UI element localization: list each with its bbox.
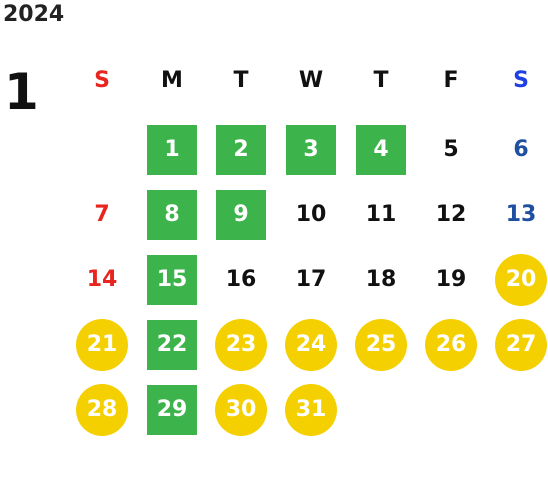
day-cell[interactable]: 8: [147, 190, 197, 240]
day-cell[interactable]: 7: [94, 202, 110, 227]
day-cell[interactable]: 21: [76, 319, 128, 371]
day-cell[interactable]: 12: [435, 202, 467, 227]
day-cell[interactable]: 4: [356, 125, 406, 175]
day-cell[interactable]: 15: [147, 255, 197, 305]
day-cell[interactable]: 6: [513, 137, 529, 162]
day-cell[interactable]: 9: [216, 190, 266, 240]
day-cell[interactable]: 16: [225, 267, 257, 292]
weekday-header: M: [161, 68, 183, 93]
day-cell[interactable]: 20: [495, 254, 547, 306]
day-cell[interactable]: 19: [435, 267, 467, 292]
year-label: 2024: [3, 2, 65, 27]
day-cell[interactable]: 18: [365, 267, 397, 292]
day-cell[interactable]: 30: [215, 384, 267, 436]
day-cell[interactable]: 25: [355, 319, 407, 371]
day-cell[interactable]: 28: [76, 384, 128, 436]
day-cell[interactable]: 13: [505, 202, 537, 227]
day-cell[interactable]: 11: [365, 202, 397, 227]
day-cell[interactable]: 1: [147, 125, 197, 175]
day-cell[interactable]: 24: [285, 319, 337, 371]
day-cell[interactable]: 17: [295, 267, 327, 292]
weekday-header: W: [298, 68, 324, 93]
day-cell[interactable]: 22: [147, 320, 197, 370]
day-cell[interactable]: 26: [425, 319, 477, 371]
day-cell[interactable]: 14: [86, 267, 118, 292]
weekday-header: T: [233, 68, 249, 93]
weekday-header: F: [443, 68, 459, 93]
day-cell[interactable]: 23: [215, 319, 267, 371]
day-cell[interactable]: 5: [443, 137, 459, 162]
day-cell[interactable]: 29: [147, 385, 197, 435]
day-cell[interactable]: 27: [495, 319, 547, 371]
day-cell[interactable]: 2: [216, 125, 266, 175]
weekday-header: S: [94, 68, 110, 93]
month-number: 1: [4, 63, 39, 121]
weekday-header: T: [373, 68, 389, 93]
weekday-header: S: [513, 68, 529, 93]
day-cell[interactable]: 31: [285, 384, 337, 436]
day-cell[interactable]: 10: [295, 202, 327, 227]
day-cell[interactable]: 3: [286, 125, 336, 175]
